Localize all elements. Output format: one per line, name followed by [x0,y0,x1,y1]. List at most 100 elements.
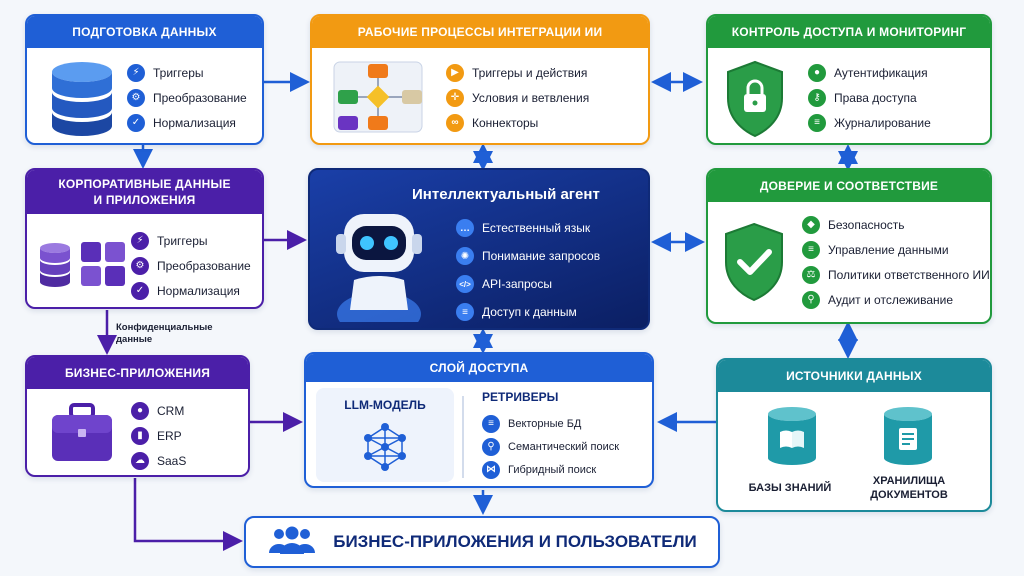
list-item: ⚙Преобразование [127,85,247,110]
gear-icon: ⚙ [127,88,145,107]
item-label: Гибридный поиск [508,463,597,476]
data-sources-title: ИСТОЧНИКИ ДАННЫХ [718,360,990,392]
item-label: Политики ответственного ИИ [828,267,990,282]
document-storage-label: ХРАНИЛИЩА ДОКУМЕНТОВ [854,474,964,503]
user-icon: ● [131,401,149,420]
item-label: Векторные БД [508,417,582,430]
list-item: ≡ Векторные БД [482,412,619,435]
log-icon: ≡ [808,113,826,132]
neural-network-icon [360,422,410,477]
data-prep-panel: ПОДГОТОВКА ДАННЫХ ⚡Триггеры ⚙Преобразова… [25,14,264,145]
document-storage-icon [880,406,936,471]
briefcase-icon [49,401,115,470]
list-item: …Естественный язык [456,214,600,242]
list-item: ▶ Триггеры и действия [446,60,589,85]
shield-lock-icon [724,60,786,143]
item-label: Права доступа [834,90,917,105]
database-icon: ≡ [482,414,500,433]
list-item: ✺ Понимание запросов [456,242,600,270]
knowledge-base-label: БАЗЫ ЗНАНИЙ [748,482,832,494]
chart-icon: ▮ [131,426,149,445]
item-label: Аудит и отслеживание [828,292,954,307]
workflows-panel: РАБОЧИЕ ПРОЦЕССЫ ИНТЕГРАЦИИ ИИ ▶ Триггеры… [310,14,650,145]
business-users-title: БИЗНЕС-ПРИЛОЖЕНИЯ И ПОЛЬЗОВАТЕЛИ [333,532,697,551]
llm-model-card: LLM-МОДЕЛЬ [316,388,454,482]
list-item: ⚷ Права доступа [808,85,931,110]
corporate-data-panel: КОРПОРАТИВНЫЕ ДАННЫЕ И ПРИЛОЖЕНИЯ ⚡ Тригг… [25,168,264,309]
shield-check-icon [722,222,786,307]
play-icon: ▶ [446,63,464,82]
item-label: Понимание запросов [482,249,601,263]
list-item: ≡ Управление данными [802,237,990,262]
user-icon: ● [808,63,826,82]
item-label: Коннекторы [472,115,539,130]
agent-title: Интеллектуальный агент [412,186,600,203]
access-layer-panel: СЛОЙ ДОСТУПА LLM-МОДЕЛЬ РЕТРИВЕРЫ ≡ Векто… [304,352,654,488]
agent-panel: Интеллектуальный агент …Естественный язы… [308,168,650,330]
list-item: ≡ Доступ к данным [456,298,600,326]
list-item: ⚖Политики ответственного ИИ [802,262,990,287]
search-icon: ⚲ [802,290,820,309]
list-item: ● Аутентификация [808,60,931,85]
database-icon: ≡ [802,240,820,259]
retrievers-title: РЕТРИВЕРЫ [482,390,559,404]
access-control-title: КОНТРОЛЬ ДОСТУПА И МОНИТОРИНГ [708,16,990,48]
item-label: Условия и ветвления [472,90,590,105]
check-icon: ✓ [127,113,145,132]
list-item: ✛ Условия и ветвления [446,85,589,110]
corporate-title-line2: И ПРИЛОЖЕНИЯ [93,193,196,207]
code-icon: </> [456,275,474,293]
item-label: Аутентификация [834,65,928,80]
lightning-icon: ⚡ [131,231,149,250]
item-label: Преобразование [157,258,251,273]
workflows-title: РАБОЧИЕ ПРОЦЕССЫ ИНТЕГРАЦИИ ИИ [312,16,648,48]
corporate-title: КОРПОРАТИВНЫЕ ДАННЫЕ И ПРИЛОЖЕНИЯ [27,170,262,214]
list-item: ∞ Коннекторы [446,110,589,135]
item-label: Безопасность [828,217,905,232]
list-item: ≡ Журналирование [808,110,931,135]
item-label: Управление данными [828,242,949,257]
item-label: Нормализация [153,115,236,130]
item-label: ERP [157,428,182,443]
list-item: ⚡ Триггеры [131,228,251,253]
link-icon: ∞ [446,113,464,132]
item-label: CRM [157,403,185,418]
list-item: ⚙Преобразование [131,253,251,278]
users-group-icon [267,525,317,560]
data-sources-panel: ИСТОЧНИКИ ДАННЫХ БАЗЫ ЗНАНИЙ ХРАНИЛИЩА Д… [716,358,992,512]
business-apps-title: БИЗНЕС-ПРИЛОЖЕНИЯ [27,357,248,389]
lightning-icon: ⚡ [127,63,145,82]
business-users-bar: БИЗНЕС-ПРИЛОЖЕНИЯ И ПОЛЬЗОВАТЕЛИ [244,516,720,568]
item-label: Нормализация [157,283,240,298]
list-item: ✓ Нормализация [127,110,247,135]
list-item: ✓ Нормализация [131,278,251,303]
item-label: SaaS [157,453,187,468]
check-icon: ✓ [131,281,149,300]
list-item: </>API-запросы [456,270,600,298]
business-apps-panel: БИЗНЕС-ПРИЛОЖЕНИЯ ● CRM ▮ ERP ☁SaaS [25,355,250,477]
brain-icon: ✺ [456,247,474,265]
list-item: ☁SaaS [131,448,186,473]
list-item: ⚲ Аудит и отслеживание [802,287,990,312]
item-label: Естественный язык [482,221,591,235]
shield-icon: ◆ [802,215,820,234]
item-label: Журналирование [834,115,931,130]
access-layer-title: СЛОЙ ДОСТУПА [306,354,652,382]
item-label: Семантический поиск [508,440,620,453]
item-label: Триггеры [157,233,208,248]
key-icon: ⚷ [808,88,826,107]
item-label: Доступ к данным [482,305,577,319]
divider [462,396,464,478]
llm-model-title: LLM-МОДЕЛЬ [344,398,426,412]
confidential-data-label: Конфиденциальные данные [116,322,213,345]
trust-compliance-panel: ДОВЕРИЕ И СООТВЕТСТВИЕ ◆Безопасность ≡Уп… [706,168,992,324]
workflow-diagram-icon [330,58,426,141]
document-storage-label-line1: ХРАНИЛИЩА [872,475,946,487]
database-icon: ≡ [456,303,474,321]
branch-icon: ✛ [446,88,464,107]
item-label: Триггеры и действия [472,65,588,80]
search-icon: ⚲ [482,437,500,456]
list-item: ⚡Триггеры [127,60,247,85]
database-icon [47,60,117,143]
list-item: ⋈Гибридный поиск [482,458,619,481]
